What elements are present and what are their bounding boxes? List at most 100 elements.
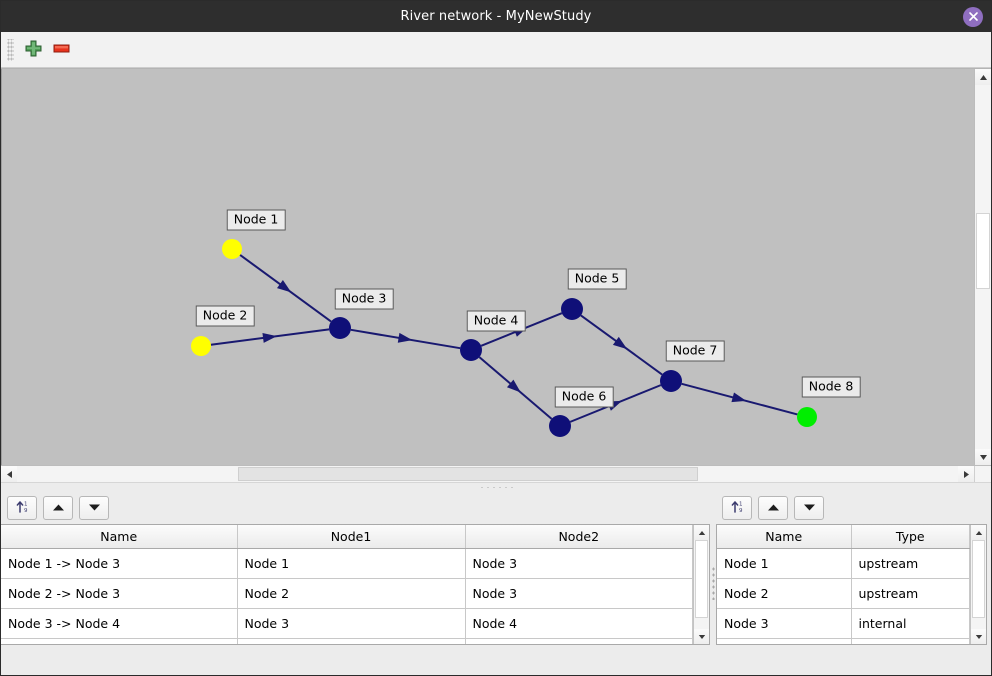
table-cell[interactable]: upstream — [851, 578, 970, 609]
add-node-button[interactable] — [19, 36, 47, 64]
table-cell[interactable]: upstream — [851, 548, 970, 579]
table-cell[interactable]: Node 1 — [237, 548, 466, 579]
scroll-right-arrow-icon[interactable] — [958, 466, 974, 482]
vertical-splitter[interactable] — [710, 491, 716, 675]
graph-node[interactable] — [549, 415, 571, 437]
table-cell[interactable]: Node 2 -> Node 3 — [1, 578, 238, 609]
canvas-vscroll-track[interactable] — [975, 85, 991, 449]
delete-node-button[interactable] — [47, 36, 75, 64]
node-label[interactable]: Node 1 — [226, 209, 286, 231]
graph-node[interactable] — [660, 370, 682, 392]
table-cell[interactable]: Node 5 — [465, 638, 693, 644]
table-cell[interactable]: Node 2 — [237, 578, 466, 609]
table-cell[interactable]: Node 3 — [465, 578, 693, 609]
canvas-vertical-scrollbar[interactable] — [974, 69, 991, 465]
scroll-up-arrow-icon[interactable] — [975, 69, 991, 85]
svg-text:9: 9 — [739, 508, 743, 514]
table-cell[interactable]: internal — [851, 608, 970, 639]
table-cell[interactable]: Node 2 — [717, 578, 852, 609]
branches-vscroll-thumb[interactable] — [695, 540, 708, 618]
move-up-button[interactable] — [758, 495, 788, 520]
triangle-down-icon — [803, 500, 816, 515]
table-cell[interactable]: Node 3 — [717, 608, 852, 639]
graph-node[interactable] — [460, 339, 482, 361]
table-cell[interactable]: Node 4 — [717, 638, 852, 644]
table-cell[interactable]: internal — [851, 638, 970, 644]
scroll-up-arrow-icon[interactable] — [971, 525, 986, 540]
table-cell[interactable]: Node 4 — [465, 608, 693, 639]
table-cell[interactable]: Node 3 — [237, 608, 466, 639]
sort-icon: 1 9 — [15, 499, 30, 517]
branches-vertical-scrollbar[interactable] — [693, 525, 709, 644]
scroll-down-arrow-icon[interactable] — [975, 449, 991, 465]
nodes-vscroll-track[interactable] — [971, 540, 986, 629]
table-cell[interactable]: Node 3 -> Node 4 — [1, 608, 238, 639]
node-label[interactable]: Node 4 — [466, 310, 526, 332]
column-header[interactable]: Type — [851, 525, 970, 549]
sort-button[interactable]: 1 9 — [7, 495, 37, 520]
node-label[interactable]: Node 6 — [554, 386, 614, 408]
sort-button[interactable]: 1 9 — [722, 495, 752, 520]
table-cell[interactable]: Node 1 — [717, 548, 852, 579]
column-header[interactable]: Node2 — [465, 525, 693, 549]
scroll-down-arrow-icon[interactable] — [971, 629, 986, 644]
scroll-up-arrow-icon[interactable] — [694, 525, 709, 540]
canvas-horizontal-scrollbar[interactable] — [1, 465, 991, 482]
canvas-vscroll-thumb[interactable] — [976, 213, 990, 289]
nodes-vertical-scrollbar[interactable] — [970, 525, 986, 644]
nodes-toolbar: 1 9 — [716, 491, 991, 524]
move-up-button[interactable] — [43, 495, 73, 520]
nodes-vscroll-thumb[interactable] — [972, 540, 985, 618]
scroll-down-arrow-icon[interactable] — [694, 629, 709, 644]
river-network-canvas[interactable]: Node 1 Node 2 Node 3 Node 4 Node 5 Node 6 Node… — [1, 69, 974, 465]
node-label[interactable]: Node 3 — [334, 288, 394, 310]
graph-node[interactable] — [329, 317, 351, 339]
branches-vscroll-track[interactable] — [694, 540, 709, 629]
node-label[interactable]: Node 5 — [567, 268, 627, 290]
node-label[interactable]: Node 7 — [665, 340, 725, 362]
table-row[interactable]: Node 4internal — [717, 638, 970, 644]
edge-arrow-icon — [506, 379, 521, 393]
table-cell[interactable]: Node 4 -> Node 5 — [1, 638, 238, 644]
nodes-panel: 1 9 — [716, 491, 991, 675]
graph-node[interactable] — [797, 407, 817, 427]
graph-node[interactable] — [561, 298, 583, 320]
canvas-hscroll-track[interactable] — [17, 466, 958, 482]
edge-arrow-icon — [397, 332, 413, 343]
scroll-left-arrow-icon[interactable] — [1, 466, 17, 482]
node-label[interactable]: Node 2 — [195, 305, 255, 327]
close-button[interactable] — [963, 6, 983, 27]
column-header[interactable]: Name — [1, 525, 238, 549]
vsplitter-grip-icon — [711, 566, 715, 600]
toolbar-grip[interactable] — [7, 38, 14, 61]
graph-node[interactable] — [222, 239, 242, 259]
triangle-up-icon — [767, 500, 780, 515]
left-statusbar — [1, 645, 710, 675]
table-cell[interactable]: Node 4 — [237, 638, 466, 644]
table-cell[interactable]: Node 1 -> Node 3 — [1, 548, 238, 579]
column-header[interactable]: Name — [717, 525, 852, 549]
canvas-hscroll-thumb[interactable] — [238, 467, 698, 481]
column-header[interactable]: Node1 — [237, 525, 466, 549]
move-down-button[interactable] — [79, 495, 109, 520]
node-label[interactable]: Node 8 — [801, 376, 861, 398]
table-cell[interactable]: Node 3 — [465, 548, 693, 579]
edge-arrow-icon — [262, 333, 277, 343]
move-down-button[interactable] — [794, 495, 824, 520]
graph-node[interactable] — [191, 336, 211, 356]
horizontal-splitter[interactable] — [1, 482, 991, 491]
titlebar: River network - MyNewStudy — [1, 1, 991, 32]
